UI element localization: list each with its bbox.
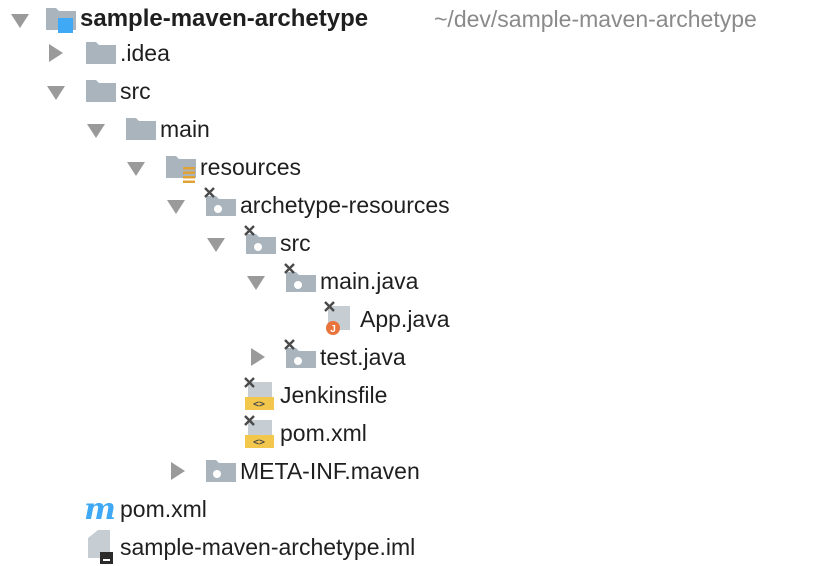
collapse-arrow-icon[interactable] [168, 452, 188, 490]
tree-row-archetype-pom[interactable]: <> pom.xml [0, 414, 824, 452]
svg-text:J: J [330, 324, 336, 335]
tree-item-label: src [120, 78, 151, 104]
svg-text:m: m [84, 492, 116, 527]
excluded-folder-icon [204, 186, 238, 224]
tree-row-test-java[interactable]: test.java [0, 338, 824, 376]
resources-folder-icon [164, 148, 198, 186]
folder-icon [84, 72, 118, 110]
tree-row-iml[interactable]: sample-maven-archetype.iml [0, 528, 824, 566]
folder-icon [84, 34, 118, 72]
tree-row-app-java[interactable]: J App.java [0, 300, 824, 338]
excluded-folder-icon [244, 224, 278, 262]
project-path: ~/dev/sample-maven-archetype [434, 6, 757, 32]
project-name: sample-maven-archetype [80, 5, 369, 32]
expand-arrow-icon[interactable] [86, 110, 106, 148]
excluded-folder-icon [284, 262, 318, 300]
tree-item-label: sample-maven-archetype.iml [120, 534, 416, 560]
tree-item-label: App.java [360, 306, 450, 332]
tree-row-idea[interactable]: .idea [0, 34, 824, 72]
tree-item-label: main [160, 116, 210, 142]
tree-item-label: src [280, 230, 311, 256]
tree-row-resources[interactable]: resources [0, 148, 824, 186]
xml-file-icon: <> [244, 414, 278, 452]
folder-icon [124, 110, 158, 148]
tree-row-archetype-src[interactable]: src [0, 224, 824, 262]
tree-row-main-java[interactable]: main.java [0, 262, 824, 300]
svg-text:<>: <> [253, 399, 265, 410]
folder-icon [204, 452, 238, 490]
tree-row-root-pom[interactable]: m pom.xml [0, 490, 824, 528]
expand-arrow-icon[interactable] [246, 262, 266, 300]
tree-item-label: META-INF.maven [240, 458, 420, 484]
collapse-arrow-icon[interactable] [46, 34, 66, 72]
tree-row-meta-inf[interactable]: META-INF.maven [0, 452, 824, 490]
expand-arrow-icon[interactable] [166, 186, 186, 224]
tree-row-archetype-resources[interactable]: archetype-resources [0, 186, 824, 224]
iml-file-icon [84, 528, 118, 566]
expand-arrow-icon[interactable] [126, 148, 146, 186]
tree-item-label: pom.xml [280, 420, 367, 446]
tree-row-jenkinsfile[interactable]: <> Jenkinsfile [0, 376, 824, 414]
maven-icon: m [84, 490, 118, 528]
tree-row-src[interactable]: src [0, 72, 824, 110]
xml-file-icon: <> [244, 376, 278, 414]
collapse-arrow-icon[interactable] [248, 338, 268, 376]
tree-item-label: resources [200, 154, 301, 180]
expand-arrow-icon[interactable] [10, 0, 30, 38]
tree-item-label: pom.xml [120, 496, 207, 522]
tree-item-label: archetype-resources [240, 192, 450, 218]
expand-arrow-icon[interactable] [206, 224, 226, 262]
svg-text:<>: <> [253, 437, 265, 448]
tree-item-label: main.java [320, 268, 419, 294]
java-class-icon: J [324, 300, 358, 338]
tree-row-main[interactable]: main [0, 110, 824, 148]
tree-item-label: .idea [120, 40, 170, 66]
excluded-folder-icon [284, 338, 318, 376]
tree-item-label: test.java [320, 344, 406, 370]
expand-arrow-icon[interactable] [46, 72, 66, 110]
tree-row-project-root[interactable]: sample-maven-archetype ~/dev/sample-mave… [0, 0, 824, 38]
tree-item-label: Jenkinsfile [280, 382, 388, 408]
module-folder-icon [44, 0, 78, 38]
